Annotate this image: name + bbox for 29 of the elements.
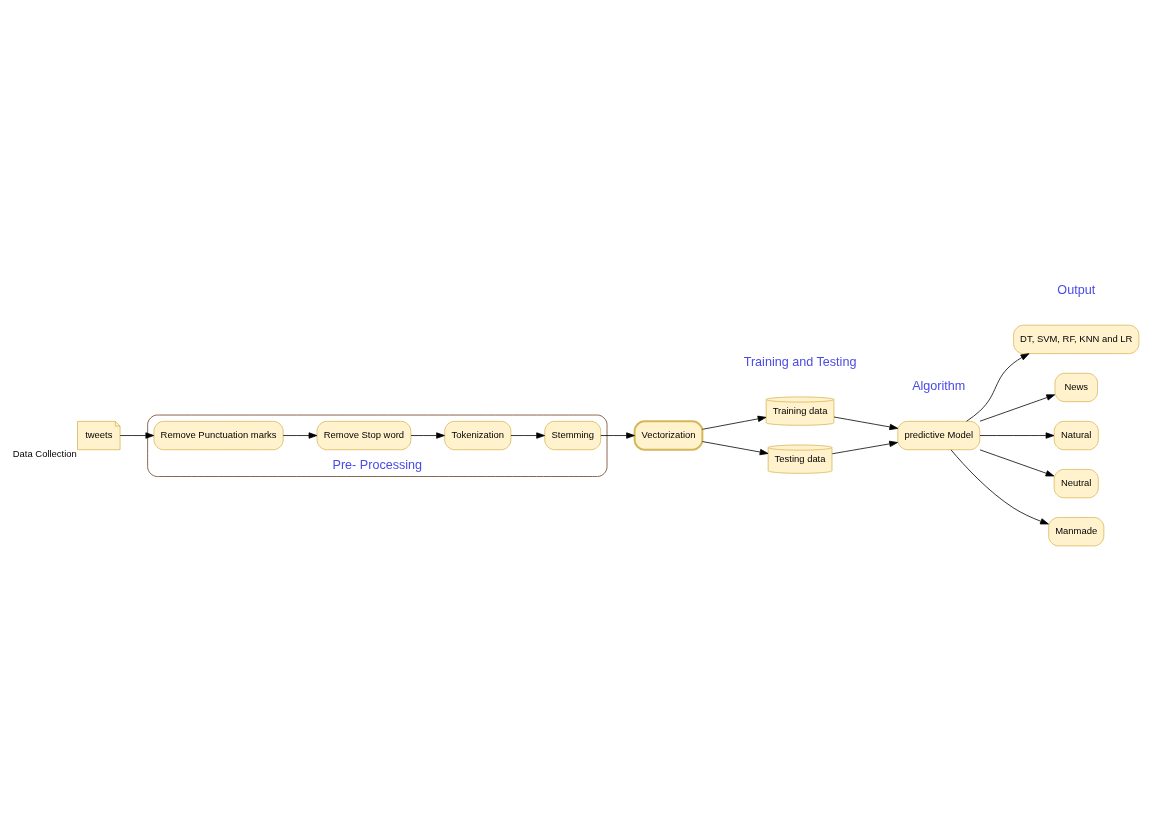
- arrow: [282, 432, 318, 439]
- arrow: [979, 394, 1056, 422]
- node-box: Natural: [1053, 420, 1099, 451]
- node-box: predictive Model: [897, 420, 981, 451]
- arrow: [833, 416, 899, 431]
- arrow: [600, 432, 635, 439]
- node-box: Stemming: [544, 420, 602, 451]
- arrow: [966, 353, 1030, 422]
- arrow: [702, 441, 769, 456]
- node-box: DT, SVM, RF, KNN and LR: [1013, 324, 1140, 354]
- label: Output: [1057, 283, 1096, 298]
- node-box: Vectorization: [633, 420, 704, 451]
- arrow: [831, 440, 898, 455]
- node-box: Manmade: [1048, 517, 1105, 547]
- node-box: Neutral: [1053, 469, 1099, 499]
- label: Algorithm: [912, 379, 966, 394]
- label: Training and Testing: [743, 355, 857, 370]
- arrow: [702, 415, 767, 430]
- arrow: [979, 449, 1055, 477]
- arrow: [410, 432, 445, 439]
- arrow: [979, 432, 1055, 439]
- node-box: Remove Stop word: [316, 420, 412, 451]
- node-box: Tokenization: [444, 420, 512, 451]
- arrow: [950, 449, 1049, 525]
- node-box: Remove Punctuation marks: [153, 420, 284, 451]
- arrow: [119, 432, 155, 439]
- node-box: News: [1054, 372, 1098, 403]
- node-label: Data Collection: [12, 448, 77, 460]
- arrow: [510, 432, 545, 439]
